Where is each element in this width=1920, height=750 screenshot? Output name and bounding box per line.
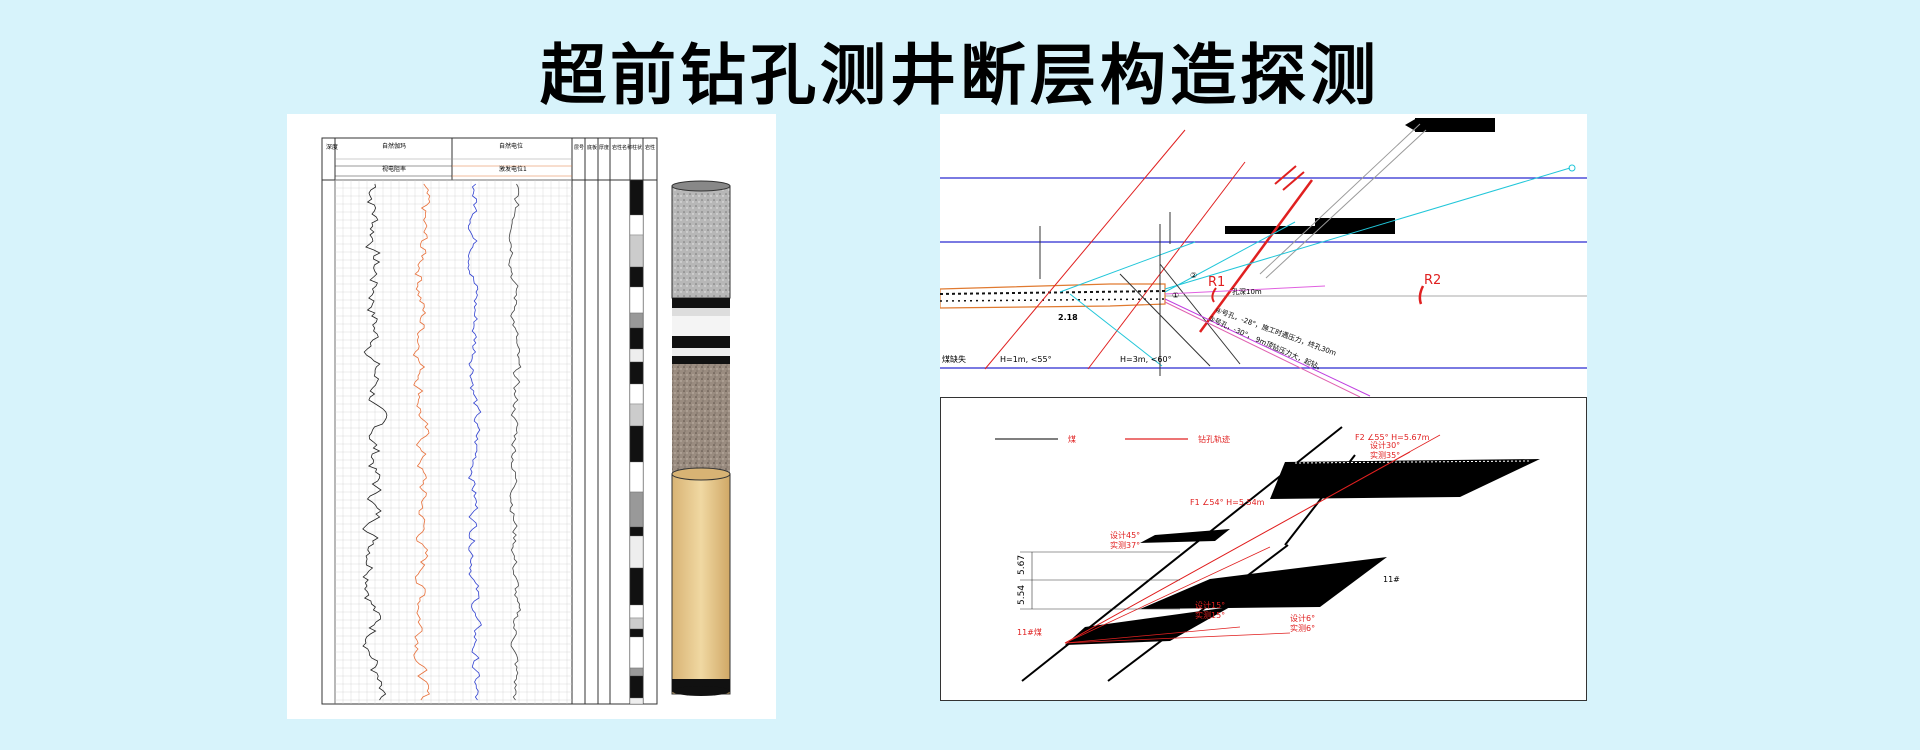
label-seam11b: 11#煤 [1017,627,1042,637]
ip-curve [508,183,522,701]
well-log-chart: 深度 自然伽玛 视电阻率 自然电位 激发电位1 层号 底板 厚度 岩性名称 柱状… [321,137,731,705]
roadway-bar-2 [1315,218,1395,234]
seam-9-upper [1270,459,1540,499]
label-a1b: 实测37° [1110,540,1140,550]
section-view-panel: 煤 钻孔轨迹 5.67 5.54 F1 ∠54° H=5.54m F2 ∠55°… [940,397,1587,701]
section-view-diagram: 煤 钻孔轨迹 5.67 5.54 F1 ∠54° H=5.54m F2 ∠55°… [940,397,1587,701]
label-r1: R1 [1208,275,1225,290]
label-a3a: 设计15° [1195,600,1225,610]
label-a3b: 实测15° [1195,610,1225,620]
header-depth: 深度 [326,143,338,151]
label-coal-missing: 煤缺失 [942,354,966,364]
well-log-panel: 深度 自然伽玛 视电阻率 自然电位 激发电位1 层号 底板 厚度 岩性名称 柱状… [287,114,776,719]
roadway-bar-3 [1415,118,1495,132]
label-d2: 5.54 [1017,585,1027,605]
label-f2: F2 ∠55° H=5.67m [1355,433,1430,442]
label-a4b: 实测6° [1290,623,1315,633]
core-cylinder [671,180,731,696]
header-gamma: 自然伽玛 [382,142,406,150]
resistivity-curve [412,183,431,701]
header-struct: 柱状 [632,144,642,151]
sp-curve [467,183,482,701]
header-lith: 岩性名称 [612,144,632,151]
header-ip: 激发电位1 [499,165,527,173]
header-sp: 自然电位 [499,142,523,150]
label-f2: ② [1190,271,1197,280]
seam-11-upper [1140,557,1387,609]
legend-track: 钻孔轨迹 [1198,434,1230,444]
label-a1a: 设计45° [1110,530,1140,540]
label-hole-depth: 孔深10m [1232,287,1262,296]
label-a2a: 设计30° [1370,440,1400,450]
label-f1: F1 ∠54° H=5.54m [1190,498,1265,507]
label-a2b: 实测35° [1370,450,1400,460]
gamma-curve [362,183,388,701]
header-resistivity: 视电阻率 [382,165,406,173]
label-seam9: 9# [1285,470,1297,479]
roadway-bar-1 [1225,226,1315,234]
plan-view-panel: 煤缺失 H=1m, <55° H=3m, <60° R1 R2 2.18 ① ②… [940,114,1587,397]
label-f1: ① [1172,291,1179,300]
seam-11-lower [1065,607,1230,645]
page-title: 超前钻孔测井断层构造探测 [540,36,1380,114]
header-desc: 岩性 [645,144,655,151]
header-layer: 底板 [587,144,597,151]
label-r2: R2 [1424,273,1441,288]
header-thick: 厚度 [599,144,609,151]
header-seq: 层号 [574,145,584,151]
label-num: 2.18 [1058,313,1078,322]
label-a4a: 设计6° [1290,613,1315,623]
label-h2: H=3m, <60° [1120,355,1172,364]
legend-coal: 煤 [1068,434,1076,444]
label-seam11: 11# [1383,575,1400,584]
label-d1: 5.67 [1017,555,1027,575]
label-h1: H=1m, <55° [1000,355,1052,364]
lithology-strip [629,179,644,705]
log-grid [334,179,572,704]
plan-view-diagram: 煤缺失 H=1m, <55° H=3m, <60° R1 R2 2.18 ① ②… [940,118,1587,397]
seam-9-lower [1140,529,1230,543]
